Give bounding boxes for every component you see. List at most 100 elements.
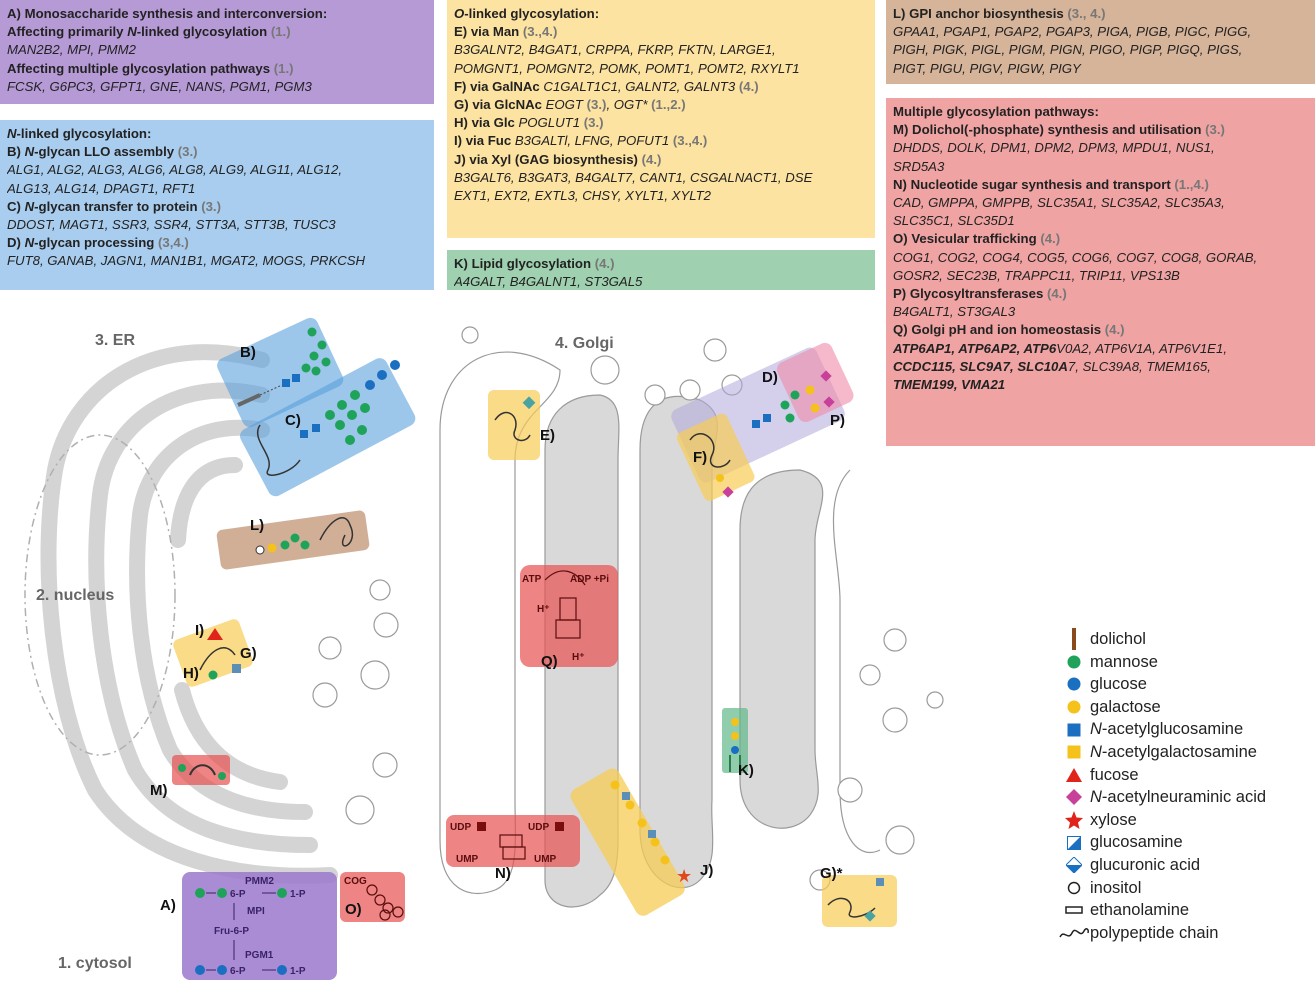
q-adp: ADP +Pi [570, 574, 609, 585]
box-n-c-ref: (3.) [201, 198, 221, 214]
region-er-label: 3. ER [95, 332, 135, 349]
box-o-h-title: H) via Glc [454, 115, 519, 131]
box-m-o-genes1: COG1, COG2, COG4, COG5, COG6, COG7, COG8… [893, 249, 1258, 265]
box-m-q-l3-bold: TMEM199, VMA21 [893, 377, 1006, 393]
box-n-b-ref: (3.) [177, 144, 198, 160]
box-o-f-ref: (4.) [738, 78, 759, 94]
legend-label-glucuronic-acid: glucuronic acid [1090, 855, 1201, 874]
box-n-d-genes: FUT8, GANAB, JAGN1, MAN1B1, MGAT2, MOGS,… [7, 253, 366, 269]
box-o-title-em: O [454, 6, 465, 21]
box-o-h-ref: (3.) [583, 115, 604, 131]
box-o-j-genes1: B3GALT6, B3GAT3, B4GALT7, CANT1, CSGALNA… [454, 169, 813, 185]
legend-row-glucosamine: glucosamine [1058, 831, 1266, 854]
box-m-o-title: O) Vesicular trafficking [893, 231, 1041, 247]
legend-label-ethanolamine: ethanolamine [1090, 901, 1190, 920]
golgi-cisternae [439, 351, 881, 908]
box-o-e-ref: (3.,4.) [522, 24, 558, 40]
legend-label-fucose: fucose [1090, 765, 1139, 784]
box-o-i-ref: (3.,4.) [672, 133, 708, 149]
box-a-sub1-ref: (1.) [270, 24, 291, 40]
region-golgi-label: 4. Golgi [555, 335, 614, 352]
xylose-star: ★ [676, 866, 692, 887]
legend-label-mannose: mannose [1090, 652, 1158, 671]
box-m-n-genes1: CAD, GMPPA, GMPPB, SLC35A1, SLC35A2, SLC… [893, 195, 1225, 211]
box-m-title: Multiple glycosylation pathways: [893, 104, 1099, 119]
legend-label-galnac: -acetylgalactosamine [1101, 742, 1257, 761]
box-m-p-genes: B4GALT1, ST3GAL3 [893, 304, 1016, 320]
box-m-m-genes2: SRD5A3 [893, 158, 945, 174]
n-udp-left: UDP [450, 822, 471, 833]
neu5ac-icon [1058, 786, 1090, 808]
box-lipid-glycosylation: K) Lipid glycosylation (4.) A4GALT, B4GA… [447, 250, 875, 290]
box-m-q-l2-bold: CCDC115, SLC9A7, SLC10A [893, 358, 1068, 374]
box-k-ref: (4.) [594, 256, 615, 271]
legend-label-dolichol: dolichol [1090, 630, 1146, 648]
marker-c: C) [285, 412, 301, 429]
box-n-b-genes1: ALG1, ALG2, ALG3, ALG6, ALG8, ALG9, ALG1… [7, 162, 342, 178]
pathway-b-llo [217, 317, 344, 428]
box-m-p-ref: (4.) [1046, 286, 1067, 302]
box-m-p-title: P) Glycosyltransferases [893, 286, 1047, 302]
n-ump-left: UMP [456, 854, 479, 865]
box-n-title: -linked glycosylation: [16, 126, 152, 141]
legend-row-dolichol: dolichol [1058, 628, 1266, 651]
enzyme-pmm2: PMM2 [245, 876, 274, 887]
region-nucleus-label: 2. nucleus [36, 587, 114, 604]
box-gpi-anchor: L) GPI anchor biosynthesis (3., 4.) GPAA… [886, 0, 1315, 84]
legend-row-mannose: mannose [1058, 651, 1266, 674]
box-m-q-title: Q) Golgi pH and ion homeostasis [893, 322, 1105, 338]
galactose-icon [1058, 696, 1090, 718]
legend-label-neu5ac: -acetylneuraminic acid [1101, 788, 1267, 807]
pathway-a-cytosol: PMM2 6-P 1-P MPI Fru-6-P PGM1 6-P 1-P [182, 872, 337, 980]
marker-n: N) [495, 865, 511, 882]
box-l-ref: (3., 4.) [1067, 6, 1106, 21]
box-n-b-em: N [24, 144, 35, 160]
q-h-bottom: H⁺ [572, 652, 585, 663]
box-l-genes1: GPAA1, PGAP1, PGAP2, PGAP3, PIGA, PIGB, … [893, 24, 1252, 40]
n-ump-right: UMP [534, 854, 557, 865]
box-a-title: A) Monosaccharide synthesis and intercon… [7, 6, 328, 21]
box-n-d-em: N [24, 235, 35, 251]
box-a-sub1-em: N [127, 24, 137, 40]
box-m-q-ref: (4.) [1104, 322, 1125, 338]
legend-label-inositol: inositol [1090, 878, 1142, 897]
box-m-n-genes2: SLC35C1, SLC35D1 [893, 213, 1015, 229]
marker-p: P) [830, 412, 845, 429]
box-o-i-genes: B3GALTl, LFNG, POFUT1 [514, 133, 673, 149]
pathway-o-cog: COG [340, 872, 405, 922]
marker-o: O) [345, 901, 362, 918]
box-m-o-genes2: GOSR2, SEC23B, TRAPPC11, TRIP11, VPS13B [893, 267, 1180, 283]
legend-label-glucose: glucose [1090, 675, 1147, 694]
er-membranes [40, 344, 338, 884]
q-atp: ATP [522, 574, 542, 585]
box-n-d-pre: D) [7, 235, 25, 251]
box-n-title-em: N [7, 126, 17, 141]
glucose-icon [1058, 673, 1090, 695]
a-fru6p: Fru-6-P [214, 926, 249, 937]
box-o-g-genes: EOGT [545, 97, 587, 113]
glucuronic-acid-icon [1058, 854, 1090, 876]
marker-f: F) [693, 449, 707, 466]
box-n-b-genes2: ALG13, ALG14, DPAGT1, RFT1 [7, 180, 196, 196]
box-k-title: K) Lipid glycosylation [454, 256, 595, 271]
pathway-m-dolichol [172, 755, 230, 785]
box-o-g-title: G) via GlcNAc [454, 97, 546, 113]
box-m-m-genes1: DHDDS, DOLK, DPM1, DPM2, DPM3, MPDU1, NU… [893, 140, 1215, 156]
region-cytosol-label: 1. cytosol [58, 955, 132, 972]
legend-label-polypeptide: polypeptide chain [1090, 923, 1219, 942]
glucosamine-icon [1058, 832, 1090, 854]
legend-row-ethanolamine: ethanolamine [1058, 899, 1266, 922]
pathway-q-ph: ATP ADP +Pi H⁺ H⁺ [520, 565, 618, 667]
box-m-m-ref: (3.) [1205, 122, 1225, 138]
marker-m: M) [150, 782, 168, 799]
box-m-n-ref: (1.,4.) [1174, 176, 1209, 192]
glcnac-icon [1058, 719, 1090, 741]
box-a-genes2: FCSK, G6PC3, GFPT1, GNE, NANS, PGM1, PGM… [7, 78, 312, 94]
box-o-g-ref: (3.) [586, 97, 607, 113]
a-six-p-top: 6-P [230, 889, 246, 900]
legend-label-galactose: galactose [1090, 697, 1161, 716]
box-a-sub2: Affecting multiple glycosylation pathway… [7, 60, 274, 76]
marker-b: B) [240, 344, 256, 361]
box-n-c-genes: DDOST, MAGT1, SSR3, SSR4, STT3A, STT3B, … [7, 217, 336, 233]
box-l-genes3: PIGT, PIGU, PIGV, PIGW, PIGY [893, 60, 1081, 76]
